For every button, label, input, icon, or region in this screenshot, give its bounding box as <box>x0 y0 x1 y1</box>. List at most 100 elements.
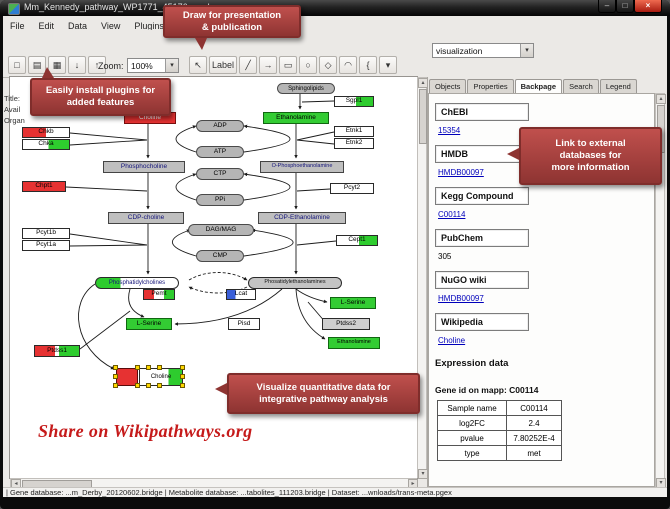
pathway-node-pcyt2[interactable]: Pcyt2 <box>330 183 374 194</box>
pathway-node-chpt1[interactable]: Chpt1 <box>22 181 66 192</box>
arrow-tool-button[interactable]: → <box>259 56 278 74</box>
pathway-node-o-phosphoethanolamine[interactable]: O-Phosphoethanolamine <box>260 161 344 173</box>
label-tool-button[interactable]: Label <box>209 56 238 74</box>
chevron-down-icon[interactable]: ▾ <box>165 59 178 72</box>
table-cell: pvalue <box>437 430 507 446</box>
property-label-0: Title: <box>4 94 20 103</box>
backpage-section-chebi: ChEBI 15354 <box>435 102 654 135</box>
pathway-node-phosphocholine[interactable]: Phosphocholine <box>103 161 185 173</box>
pathway-node-chkb[interactable]: Chkb <box>22 127 70 138</box>
pathway-node-pemt[interactable]: Pemt <box>143 289 175 300</box>
selection-handle[interactable] <box>146 383 151 388</box>
selection-handle[interactable] <box>113 374 118 379</box>
pathway-node-ptdss1[interactable]: Ptdss1 <box>34 345 80 357</box>
visualization-combobox[interactable]: visualization ▾ <box>432 43 534 58</box>
pathway-node-ctp[interactable]: CTP <box>196 168 244 180</box>
pathway-node-pisd[interactable]: Pisd <box>228 318 260 330</box>
pathway-node-ethanolamine-bottom[interactable]: Ethanolamine <box>328 337 380 349</box>
pathway-node-adp[interactable]: ADP <box>196 120 244 132</box>
backpage-link-chebi[interactable]: 15354 <box>438 126 461 135</box>
tab-backpage[interactable]: Backpage <box>514 79 563 93</box>
chevron-down-icon[interactable]: ▾ <box>520 44 533 57</box>
menu-item-view[interactable]: View <box>101 21 121 31</box>
pathway-node-etnk2[interactable]: Etnk2 <box>334 138 374 149</box>
selection-handle[interactable] <box>113 383 118 388</box>
scroll-up-icon[interactable]: ▴ <box>656 94 666 104</box>
pathway-node-phosatidylethanolamines[interactable]: Phosatidylethanolamines <box>248 277 342 289</box>
tab-legend[interactable]: Legend <box>599 79 637 93</box>
pathway-node-sphingolipids[interactable]: Sphingolipids <box>277 83 335 94</box>
close-button[interactable]: × <box>634 0 662 13</box>
selection-handle[interactable] <box>146 365 151 370</box>
menu-item-file[interactable]: File <box>10 21 25 31</box>
open-button[interactable]: ▤ <box>28 56 46 74</box>
pathway-node-cdp-choline[interactable]: CDP-choline <box>108 212 184 224</box>
menu-item-edit[interactable]: Edit <box>38 21 55 31</box>
pathway-node-l-serine-right[interactable]: L-Serine <box>330 297 376 309</box>
backpage-link-nugo[interactable]: HMDB00097 <box>438 294 484 303</box>
canvas-vertical-scrollbar[interactable]: ▴ ▾ <box>417 77 428 479</box>
backpage-link-kegg[interactable]: C00114 <box>438 210 466 219</box>
pathway-node-atp[interactable]: ATP <box>196 146 244 158</box>
pathway-node-ppi[interactable]: PPi <box>196 194 244 206</box>
import-button[interactable]: ↓ <box>68 56 86 74</box>
pathway-node-l-serine-left[interactable]: L-Serine <box>126 318 172 330</box>
menu-item-plugins[interactable]: Plugins <box>134 21 164 31</box>
pathway-node-pcyt1a[interactable]: Pcyt1a <box>22 240 70 251</box>
callout-pointer-icon <box>195 38 207 50</box>
tab-objects[interactable]: Objects <box>429 79 467 93</box>
backpage-header-wikipedia: Wikipedia <box>435 313 529 331</box>
selection-handle[interactable] <box>135 365 140 370</box>
title-bar: Mm_Kennedy_pathway_WP1771_45176.gpml – □… <box>0 0 670 16</box>
pathway-node-ethanolamine-top[interactable]: Ethanolamine <box>263 112 329 124</box>
rectangle-tool-button[interactable]: ▭ <box>279 56 298 74</box>
line-tool-button[interactable]: ╱ <box>239 56 258 74</box>
pathway-node-lcat[interactable]: Lcat <box>226 289 256 300</box>
zoom-combobox[interactable]: 100% ▾ <box>127 58 179 73</box>
pathway-node-ptdss2[interactable]: Ptdss2 <box>322 318 370 330</box>
selection-handle[interactable] <box>113 365 118 370</box>
maximize-button[interactable]: □ <box>616 0 634 13</box>
toolbar: □▤▦↓↑ Zoom: 100% ▾ ↖Label╱→▭○◇◠{▾ visual… <box>3 30 667 78</box>
zoom-value: 100% <box>131 60 153 71</box>
pointer-tool-button[interactable]: ↖ <box>189 56 207 74</box>
selection-handle[interactable] <box>135 383 140 388</box>
pathway-node-etnk1[interactable]: Etnk1 <box>334 126 374 137</box>
pathway-node-dag-mag[interactable]: DAG/MAG <box>188 224 254 236</box>
brace-tool-button[interactable]: { <box>359 56 378 74</box>
diamond-tool-button[interactable]: ◇ <box>319 56 338 74</box>
tab-search[interactable]: Search <box>563 79 599 93</box>
oval-tool-button[interactable]: ○ <box>299 56 318 74</box>
property-label-2: Organ <box>4 116 25 125</box>
pathway-node-phosphatidylcholines[interactable]: Phosphatidylcholines <box>95 277 179 289</box>
callout-pointer-icon <box>507 148 519 160</box>
minimize-button[interactable]: – <box>598 0 616 13</box>
pathway-node-cdp-ethanolamine[interactable]: CDP-Ethanolamine <box>258 212 346 224</box>
selection-handle[interactable] <box>157 383 162 388</box>
pathway-node-sgpl1[interactable]: Sgpl1 <box>334 96 374 107</box>
selection-handle[interactable] <box>180 374 185 379</box>
arc-tool-button[interactable]: ◠ <box>339 56 358 74</box>
tab-properties[interactable]: Properties <box>467 79 514 93</box>
status-bar: | Gene database: ...m_Derby_20120602.bri… <box>3 487 667 497</box>
new-button[interactable]: □ <box>8 56 26 74</box>
more-tool-button[interactable]: ▾ <box>379 56 398 74</box>
pathway-node-cept1[interactable]: Cept1 <box>336 235 378 246</box>
table-cell: 2.4 <box>506 415 562 431</box>
pathway-node-chka[interactable]: Chka <box>22 139 70 150</box>
backpage-header-chebi: ChEBI <box>435 103 529 121</box>
scrollbar-thumb[interactable] <box>419 89 427 144</box>
menu-item-data[interactable]: Data <box>68 21 88 31</box>
backpage-link-wikipedia[interactable]: Choline <box>438 336 466 345</box>
backpage-link-hmdb[interactable]: HMDB00097 <box>438 168 484 177</box>
pathway-node-cmp[interactable]: CMP <box>196 250 244 262</box>
selection-handle[interactable] <box>180 365 185 370</box>
pathway-node-pcyt1b[interactable]: Pcyt1b <box>22 228 70 239</box>
selection-handle[interactable] <box>180 383 185 388</box>
selection-handle[interactable] <box>157 365 162 370</box>
export-button[interactable]: ↑ <box>88 56 106 74</box>
